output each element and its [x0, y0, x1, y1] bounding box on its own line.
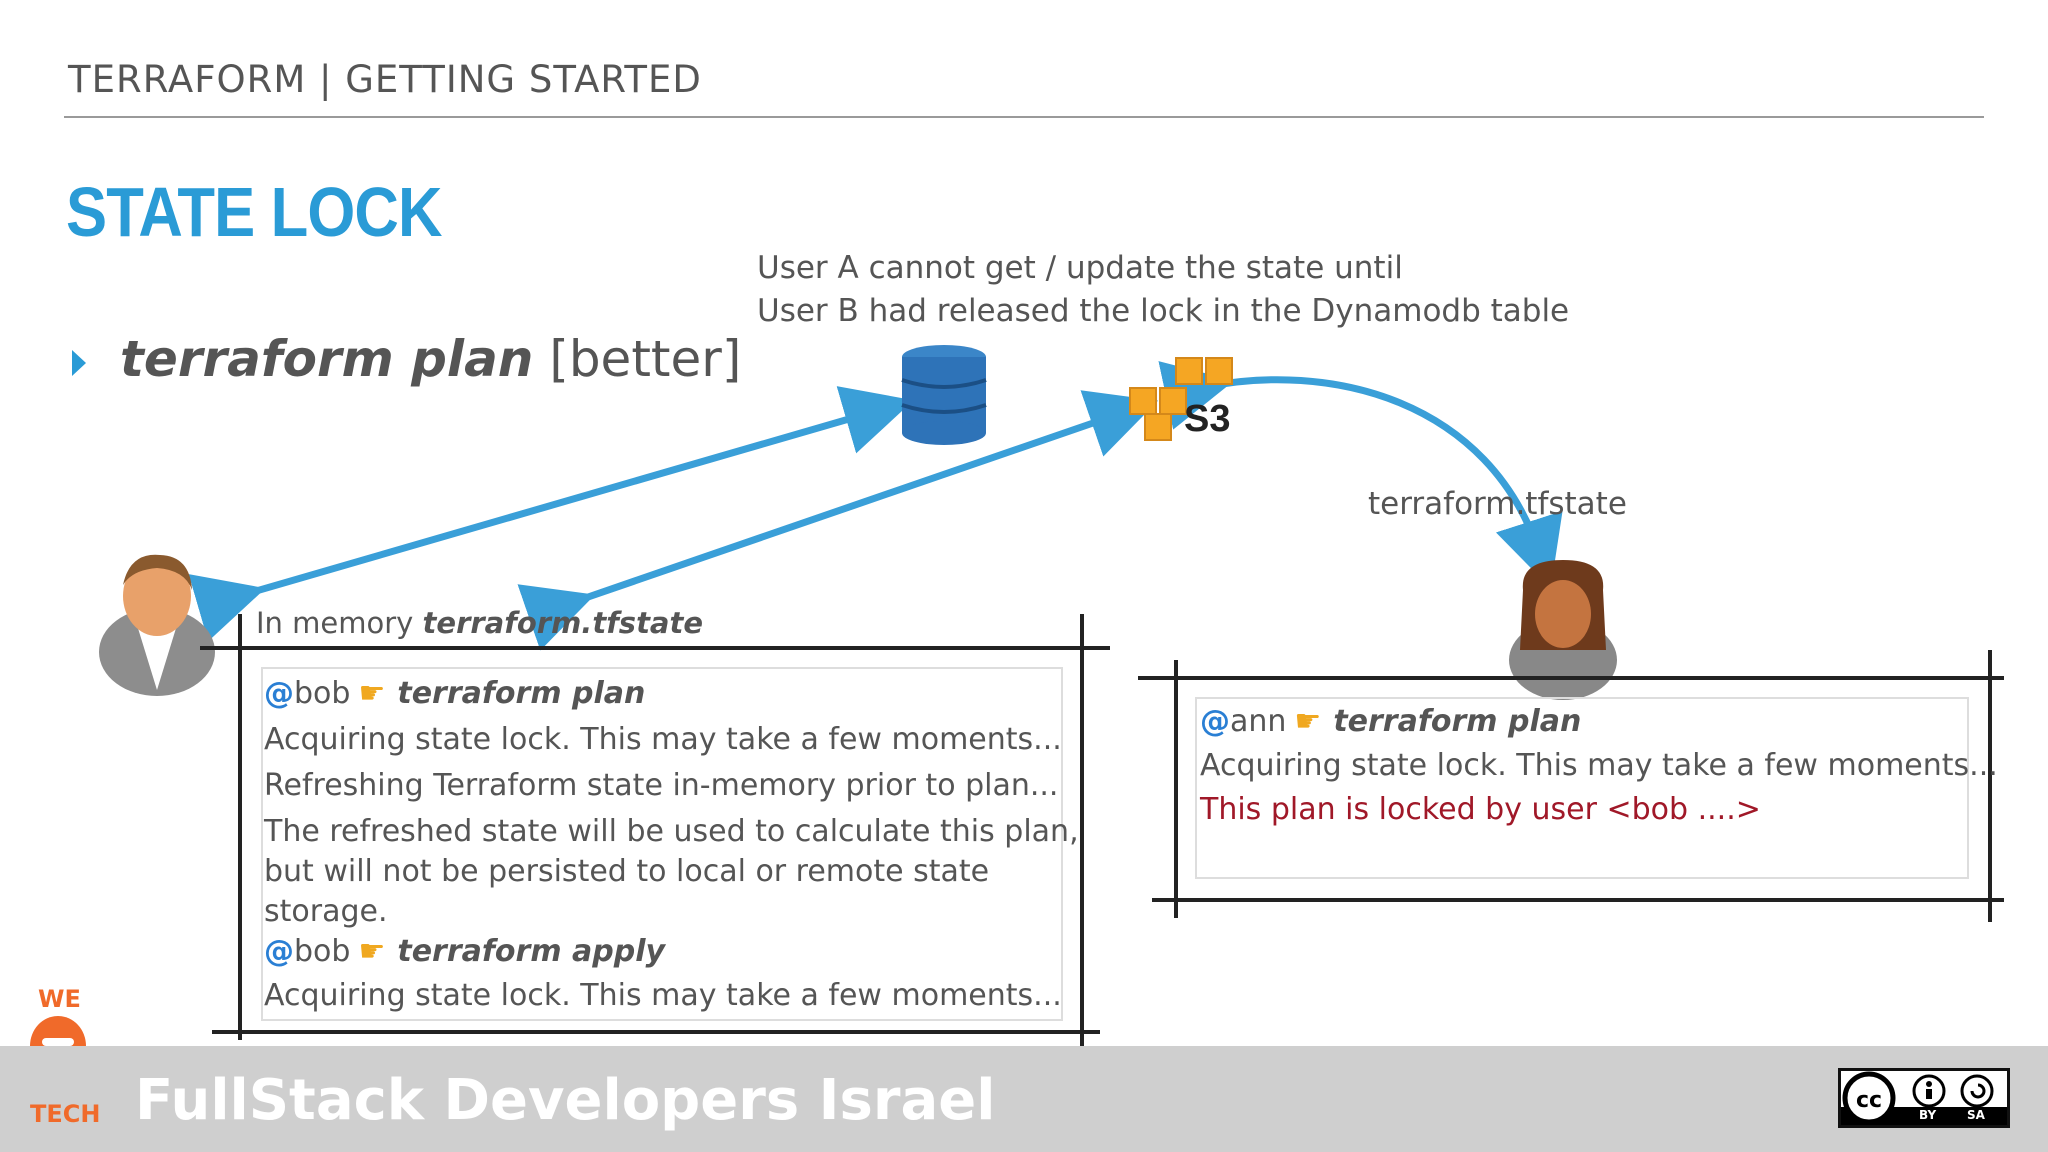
in-memory-prefix: In memory: [256, 606, 414, 640]
bob-output-4: but will not be persisted to local or re…: [264, 854, 990, 889]
in-memory-file: terraform.tfstate: [422, 606, 704, 640]
bob-output-1: Acquiring state lock. This may take a fe…: [264, 722, 1062, 757]
bob-terminal: @bob☛terraform plan Acquiring state lock…: [264, 674, 1079, 1016]
bullet-suffix: [better]: [549, 330, 742, 388]
dynamodb-icon: [901, 345, 987, 445]
pointing-hand-icon: ☛: [1294, 704, 1322, 739]
arrow-bob-dynamodb: [188, 386, 914, 642]
bob-prompt-2: @bob☛ terraform apply: [264, 932, 1079, 972]
cc-icon: cc: [1841, 1071, 2007, 1125]
cc-sa-label: SA: [1967, 1108, 1985, 1122]
swirl-icon: @: [264, 676, 294, 711]
swirl-icon: @: [1200, 704, 1230, 739]
note-line-2: User B had released the lock in the Dyna…: [757, 293, 1570, 329]
header-title: TERRAFORM | GETTING STARTED: [68, 58, 702, 101]
s3-label: S3: [1184, 398, 1231, 440]
note-line-1: User A cannot get / update the state unt…: [757, 250, 1403, 286]
bob-output-5: storage.: [264, 894, 388, 929]
arrow-memory-s3: [517, 390, 1159, 651]
bullet-arrow-icon: [72, 350, 86, 376]
bob-user-2: bob: [294, 934, 351, 969]
ann-user: ann: [1230, 704, 1287, 739]
bob-output-6: Acquiring state lock. This may take a fe…: [264, 978, 1062, 1013]
header-divider: [64, 116, 1984, 118]
bob-cmd-1: terraform plan: [397, 676, 646, 711]
logo-we-text: WE: [38, 985, 81, 1013]
bob-avatar: [99, 554, 215, 696]
ann-terminal: @ann☛ terraform plan Acquiring state lock…: [1200, 702, 1998, 830]
ann-lock-error: This plan is locked by user <bob ....>: [1200, 792, 1761, 827]
pointing-hand-icon: ☛: [358, 934, 386, 969]
swirl-icon: @: [264, 934, 294, 969]
bob-cmd-2: terraform apply: [397, 934, 666, 969]
pointing-hand-icon: ☛: [358, 676, 386, 711]
bullet-item: terraform plan [better]: [120, 330, 741, 388]
bob-output-2: Refreshing Terraform state in-memory pri…: [264, 768, 1059, 803]
ann-terminal-frame: [1138, 650, 2004, 922]
footer-title: FullStack Developers Israel: [135, 1068, 996, 1133]
cc-by-label: BY: [1919, 1108, 1937, 1122]
ann-output-1: Acquiring state lock. This may take a fe…: [1200, 748, 1998, 783]
bullet-command: terraform plan: [120, 330, 534, 388]
arrow-s3-ann: [1158, 361, 1563, 589]
ann-prompt: @ann☛ terraform plan: [1200, 702, 1998, 742]
slide-title: STATE LOCK: [66, 173, 442, 251]
ann-cmd: terraform plan: [1333, 704, 1582, 739]
footer-bar: [0, 1046, 2048, 1152]
bob-terminal-frame: [200, 614, 1110, 1052]
bob-user-1: bob: [294, 676, 351, 711]
logo-tech-text: TECH: [30, 1100, 101, 1128]
svg-text:cc: cc: [1856, 1088, 1882, 1113]
bob-output-3: The refreshed state will be used to calc…: [264, 814, 1079, 849]
bob-prompt-1: @bob☛ terraform plan: [264, 674, 1079, 714]
in-memory-label: In memory terraform.tfstate: [256, 606, 703, 640]
tfstate-label: terraform.tfstate: [1368, 486, 1627, 522]
cc-license-badge: cc BY SA: [1838, 1068, 2010, 1128]
s3-icon: [1129, 357, 1233, 441]
